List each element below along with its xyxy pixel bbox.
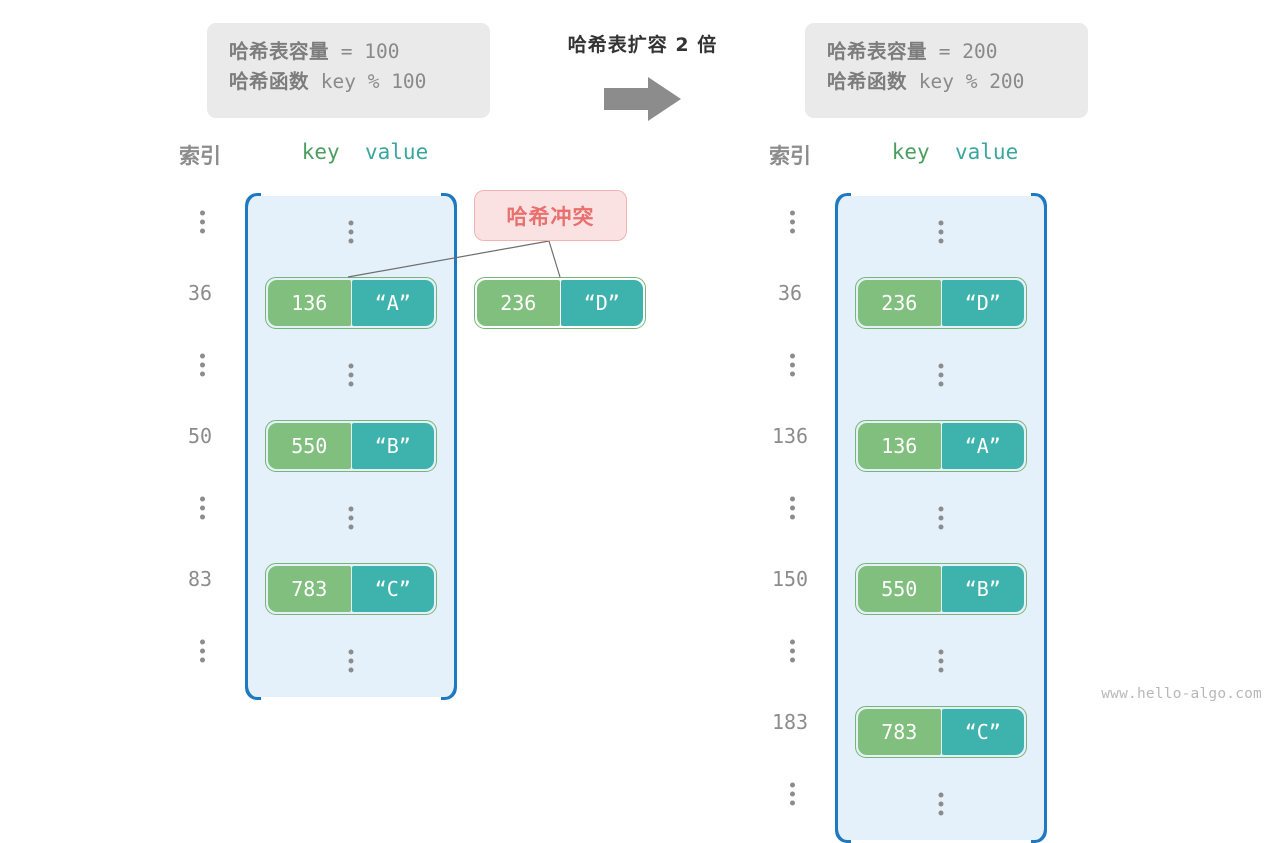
entry-pair: 783“C” <box>855 706 1027 759</box>
value-column-header: value <box>955 140 1019 164</box>
key-value-column-header: key value <box>255 140 475 164</box>
vertical-ellipsis-icon <box>348 363 354 387</box>
entry-key: 783 <box>858 709 941 756</box>
entry-pair: 236 “D” <box>474 277 646 329</box>
value-column-header: value <box>365 140 429 164</box>
key-value-column-header: key value <box>845 140 1065 164</box>
entry-value: “A” <box>941 423 1024 470</box>
entry-key: 236 <box>858 280 941 327</box>
bucket-array: 136“A” 550“B” 783“C” <box>245 196 457 697</box>
entry-pair: 236“D” <box>855 277 1027 330</box>
entry-value: “A” <box>351 280 434 327</box>
bucket-array: 236“D” 136“A” 550“B” 783“C” <box>835 196 1047 840</box>
entry-value: “D” <box>941 280 1024 327</box>
resize-caption: 哈希表扩容 2 倍 <box>567 34 718 56</box>
entry-pair: 783“C” <box>265 563 437 616</box>
index-value: 136 <box>771 424 809 449</box>
vertical-ellipsis-icon <box>790 496 890 520</box>
capacity-expression: = 100 <box>329 40 400 63</box>
index-value: 150 <box>771 567 809 592</box>
vertical-ellipsis-icon <box>790 639 890 663</box>
vertical-ellipsis-icon <box>348 220 354 244</box>
key-column-header: key <box>301 140 340 164</box>
entry-value: “C” <box>351 566 434 613</box>
hash-function-label: 哈希函数 <box>229 70 310 93</box>
entry-pair: 136“A” <box>855 420 1027 473</box>
vertical-ellipsis-icon <box>938 363 944 387</box>
entry-pair: 550“B” <box>855 563 1027 616</box>
vertical-ellipsis-icon <box>200 639 300 663</box>
hash-function-line-after: 哈希函数 key % 200 <box>827 67 1066 97</box>
capacity-line-before: 哈希表容量 = 100 <box>229 37 468 67</box>
vertical-ellipsis-icon <box>938 792 944 816</box>
vertical-ellipsis-icon <box>790 210 890 234</box>
hash-function-expression: key % 200 <box>907 70 1025 93</box>
key-column-header: key <box>891 140 930 164</box>
vertical-ellipsis-icon <box>790 353 890 377</box>
hash-config-box-after: 哈希表容量 = 200 哈希函数 key % 200 <box>805 23 1088 118</box>
hash-function-line-before: 哈希函数 key % 100 <box>229 67 468 97</box>
entry-value: “B” <box>941 566 1024 613</box>
capacity-label: 哈希表容量 <box>827 40 928 63</box>
vertical-ellipsis-icon <box>200 496 300 520</box>
capacity-expression: = 200 <box>927 40 998 63</box>
vertical-ellipsis-icon <box>938 649 944 673</box>
entry-key: 136 <box>858 423 941 470</box>
index-value: 50 <box>187 424 213 449</box>
entry-pair: 550“B” <box>265 420 437 473</box>
index-value: 183 <box>771 710 809 735</box>
hash-collision-badge: 哈希冲突 <box>474 190 627 241</box>
vertical-ellipsis-icon <box>348 649 354 673</box>
hash-config-box-before: 哈希表容量 = 100 哈希函数 key % 100 <box>207 23 490 118</box>
entry-value: “D” <box>560 280 643 326</box>
hash-function-label: 哈希函数 <box>827 70 908 93</box>
entry-value: “C” <box>941 709 1024 756</box>
capacity-line-after: 哈希表容量 = 200 <box>827 37 1066 67</box>
entry-key: 783 <box>268 566 351 613</box>
vertical-ellipsis-icon <box>200 210 300 234</box>
index-column-header: 索引 <box>179 144 221 168</box>
vertical-ellipsis-icon <box>938 220 944 244</box>
colliding-entry: 236 “D” <box>474 277 646 329</box>
vertical-ellipsis-icon <box>348 506 354 530</box>
entry-pair: 136“A” <box>265 277 437 330</box>
entry-key: 550 <box>858 566 941 613</box>
watermark: www.hello-algo.com <box>1101 686 1262 702</box>
right-arrow-icon <box>604 77 681 121</box>
hash-function-expression: key % 100 <box>309 70 427 93</box>
entry-key: 136 <box>268 280 351 327</box>
index-value: 83 <box>187 567 213 592</box>
index-value: 36 <box>777 281 803 306</box>
entry-key: 550 <box>268 423 351 470</box>
index-value: 36 <box>187 281 213 306</box>
index-column-header: 索引 <box>769 144 811 168</box>
index-column: 36 50 83 <box>150 186 250 687</box>
vertical-ellipsis-icon <box>938 506 944 530</box>
capacity-label: 哈希表容量 <box>229 40 330 63</box>
vertical-ellipsis-icon <box>200 353 300 377</box>
entry-key: 236 <box>477 280 560 326</box>
index-column: 36 136 150 183 <box>740 186 840 830</box>
entry-value: “B” <box>351 423 434 470</box>
